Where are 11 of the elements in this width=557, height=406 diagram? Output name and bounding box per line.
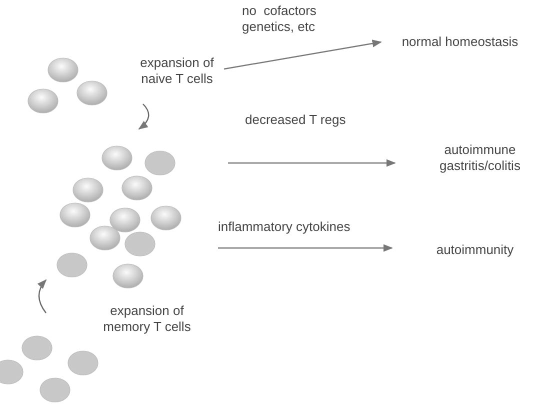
edge-label: no cofactors genetics, etc <box>242 3 318 35</box>
node-label: expansion of naive T cells <box>139 55 215 87</box>
arrow <box>218 244 393 252</box>
node-label: normal homeostasis <box>400 34 520 50</box>
edge-label: inflammatory cytokines <box>218 219 352 235</box>
arrow <box>228 159 396 167</box>
node-label: expansion of memory T cells <box>102 303 192 335</box>
node-label: autoimmune gastritis/colitis <box>438 142 522 174</box>
edge-label: decreased T regs <box>245 112 347 128</box>
node-label: autoimmunity <box>435 242 515 258</box>
arrow <box>224 40 382 70</box>
